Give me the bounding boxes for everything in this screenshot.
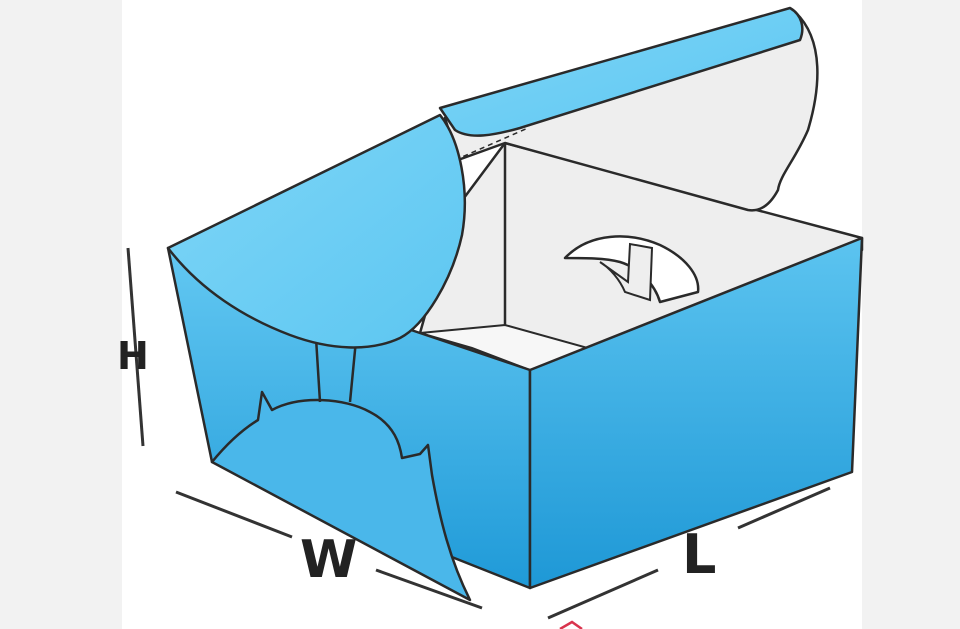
length-dimension-line-right (737, 486, 831, 530)
length-dimension-line-left (547, 568, 659, 620)
window-tab (599, 242, 654, 302)
height-label: H (117, 334, 149, 378)
height-dimension-line (126, 247, 145, 447)
window-cutout (563, 235, 700, 304)
front-cloud-flap (210, 390, 472, 602)
lid-fold-dashed (454, 127, 529, 161)
right-margin (862, 0, 960, 629)
length-label: L (682, 523, 716, 586)
left-lid-flap (166, 113, 466, 349)
lid-top-flap (438, 6, 804, 137)
width-dimension-line-left (175, 490, 293, 539)
flap-strap (314, 337, 358, 403)
left-margin (0, 0, 122, 629)
width-label: W (300, 530, 357, 590)
width-dimension-line-right (375, 568, 483, 610)
arrow-mark (559, 620, 583, 629)
